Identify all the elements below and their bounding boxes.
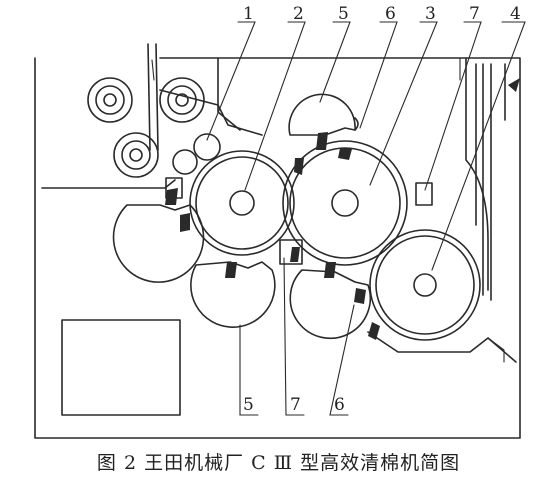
lap-rolls <box>87 77 205 178</box>
right-casing <box>465 57 506 301</box>
suction-drum-left <box>112 204 205 283</box>
callout-7-top: 7 <box>469 4 480 24</box>
beater-cylinder-3 <box>282 140 408 266</box>
callout-5-bottom: 5 <box>243 395 254 415</box>
callout-5-top: 5 <box>338 4 349 24</box>
lap-feed <box>147 43 159 151</box>
upper-hood <box>217 57 241 131</box>
callout-2: 2 <box>293 4 304 24</box>
output-chute <box>367 331 517 363</box>
suction-drum-bottom-6 <box>289 269 372 340</box>
dust-box <box>61 319 181 416</box>
hook-6 <box>354 117 359 131</box>
machine-frame <box>34 57 521 439</box>
machine-diagram: 1 2 5 6 3 7 4 5 7 6 <box>34 4 526 439</box>
knife-box-7c <box>279 239 303 265</box>
upper-guide <box>159 89 263 136</box>
suction-drum-bottom-5 <box>190 261 276 328</box>
feed-roller-lower <box>172 149 198 175</box>
leader-lines-bottom <box>239 257 355 416</box>
output-chute-inner <box>487 337 505 363</box>
callout-3: 3 <box>425 4 436 24</box>
grid-bars <box>165 132 380 340</box>
callout-4: 4 <box>510 4 521 24</box>
callout-6-top: 6 <box>385 4 396 24</box>
figure-caption: 图 2 王田机械厂 C Ⅲ 型高效清棉机简图 <box>96 452 461 474</box>
feed-roller <box>193 133 221 161</box>
knife-box-7b <box>415 182 433 206</box>
beater-cylinder-4 <box>369 229 481 341</box>
suction-drum-top <box>288 93 356 136</box>
beater-cylinder-2 <box>189 150 295 256</box>
callout-7-bottom: 7 <box>290 395 301 415</box>
leader-lines-top <box>206 21 526 271</box>
feed-plate <box>41 179 176 189</box>
callout-6-bottom: 6 <box>334 395 345 415</box>
callout-1: 1 <box>243 4 254 24</box>
knife-box-7a <box>165 177 183 199</box>
